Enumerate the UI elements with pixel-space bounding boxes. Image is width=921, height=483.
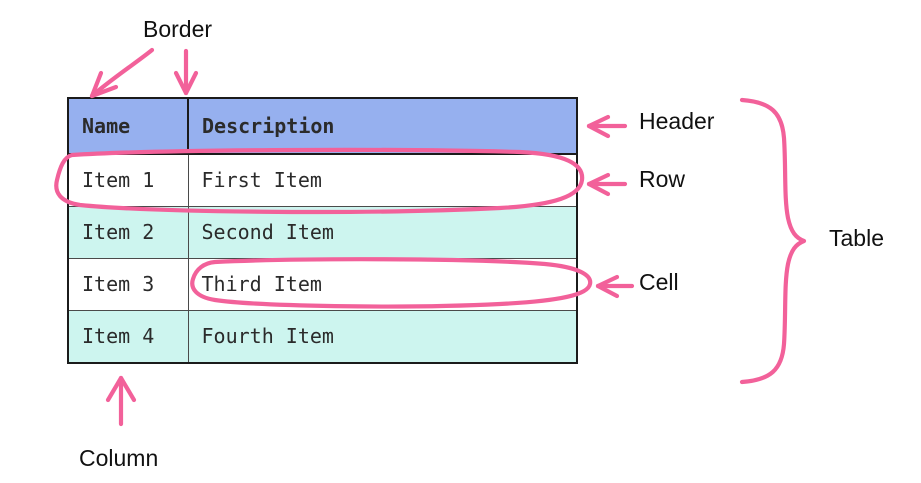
- column-header-description[interactable]: Description: [187, 99, 576, 155]
- table-row[interactable]: Item 3 Third Item: [69, 257, 576, 310]
- cell-name[interactable]: Item 3: [69, 257, 188, 310]
- header-arrow-icon: [586, 114, 628, 139]
- table-container: Name Description Item 1 First Item Item …: [67, 97, 578, 364]
- border-arrow-vertical-icon: [173, 48, 199, 96]
- cell-description[interactable]: Second Item: [187, 205, 576, 258]
- column-arrow-icon: [105, 375, 137, 427]
- cell-description[interactable]: Fourth Item: [187, 309, 576, 362]
- table-body: Item 1 First Item Item 2 Second Item Ite…: [69, 154, 576, 362]
- cell-description[interactable]: Third Item: [187, 257, 576, 310]
- cell-description[interactable]: First Item: [187, 154, 576, 206]
- annotation-label-column: Column: [79, 445, 159, 471]
- table-header-row: Name Description: [69, 99, 576, 155]
- table-row[interactable]: Item 2 Second Item: [69, 205, 576, 258]
- table-header: Name Description: [69, 99, 576, 155]
- cell-name[interactable]: Item 1: [69, 154, 188, 206]
- table-row[interactable]: Item 4 Fourth Item: [69, 309, 576, 362]
- border-arrow-diagonal-icon: [89, 47, 155, 99]
- column-header-name[interactable]: Name: [69, 99, 188, 155]
- annotation-label-header: Header: [639, 108, 715, 134]
- table-curly-brace-icon: [739, 97, 807, 385]
- cell-arrow-icon: [595, 274, 635, 299]
- annotation-label-row: Row: [639, 166, 686, 192]
- table-row[interactable]: Item 1 First Item: [69, 154, 576, 206]
- cell-name[interactable]: Item 4: [69, 309, 188, 362]
- annotation-label-border: Border: [143, 16, 213, 42]
- demo-table: Name Description Item 1 First Item Item …: [69, 99, 576, 362]
- row-arrow-icon: [586, 172, 628, 197]
- annotation-label-cell: Cell: [639, 269, 679, 295]
- cell-name[interactable]: Item 2: [69, 205, 188, 258]
- annotation-label-table: Table: [829, 225, 884, 251]
